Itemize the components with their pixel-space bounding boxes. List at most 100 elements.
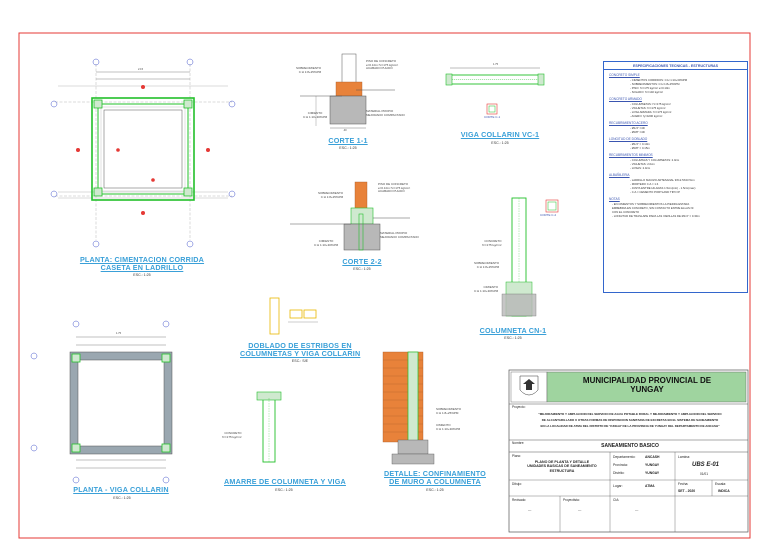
title-block-fecha-label: Fecha: [678,482,689,486]
specs-item: - SOLADO: f'c=140 kg/cm² [630,90,664,94]
beam-vc1-cut: CORTE C-1 [484,115,501,119]
specs-item: - ACERO: fy=4200 kg/cm² [630,114,663,118]
title-block-plano-text: PLANO DE PLANTA Y DETALLE UNIDADES BASIC… [527,460,597,473]
specs-note: CON EL CONCRETO [612,210,640,214]
technical-specs-panel: ESPECIFICACIONES TECNICAS - ESTRUCTURAS … [603,61,748,293]
confinement-sobrecimiento: SOBRECIMIENTO C:H 1:8+25%PM [436,407,462,415]
column-cn1 [501,197,559,317]
title-block-escala-label: Escala: [715,482,727,486]
specs-item: - JUNTA ENTRE HILADAS 1.5cm(min) - 1.5cm… [630,186,696,190]
specs-item: - LADRILLO MACIZO ARTESANAL 9X12.5X23.5c… [630,178,695,182]
title-block-proyectista: --- [578,508,582,512]
specs-item: - Ø3/8" = 0.15m [630,146,650,150]
specs-section-title: LONGITUD DE DOBLADO [609,137,648,141]
beam-vc1-dim: 1.75 [493,63,499,66]
beam-vc1-scale: ESC.: 1:25 [491,141,509,145]
title-block-revisado-label: Revisado: [512,498,527,502]
column-beam-tie [256,391,282,463]
section-1-1-cimiento: CIMIENTO C:H 1:10+30%PM [303,111,328,119]
stirrup-detail-scale: ESC.: S/E [291,359,309,363]
title-block-prov: YUNGAY [645,463,660,467]
column-cn1-title: COLUMNETA CN-1 [479,326,547,335]
section-2-2-cimiento: CIMIENTO C:H 1:10+30%PM [314,239,339,247]
section-2-2-piso: PISO DE CONCRETO e=0.10m f'c=175 kg/cm² … [378,182,411,194]
section-1-1-title: CORTE 1-1 [328,136,368,145]
title-block-fecha: SET - 2020 [678,489,696,493]
plan-foundation [50,58,236,248]
section-2-2 [290,181,410,251]
column-cn1-scale: ESC.: 1:25 [504,336,522,340]
title-block-dibujo-label: Dibujo: [512,482,522,486]
specs-item: - Ø1/4" = 0.10m [630,142,650,146]
confinement-cimiento: CIMIENTO C:H 1:10+30%PM [436,423,461,431]
title-block-lugar-label: Lugar: [613,484,623,488]
column-beam-tie-title: AMARRE DE COLUMNETA Y VIGA [224,477,346,486]
specs-item: - VIGUETAS: 2.0cm [630,162,655,166]
specs-heading: ESPECIFICACIONES TECNICAS - ESTRUCTURAS [604,62,747,70]
plan-foundation-scale: ESC.: 1:25 [133,273,151,277]
specs-item: - COLUMNAS Y COLUMNETAS: 2.0cm [630,158,680,162]
title-block-plano-label: Plano: [512,454,522,458]
title-block-cia-label: CIA: [613,498,620,502]
section-2-2-title: CORTE 2-2 [342,257,382,266]
specs-item: - MORTERO C:A = 1:4 [630,182,659,186]
plan-collar-scale: ESC.: 1:25 [113,496,131,500]
title-block-lamina-label: Lamina: [678,455,691,459]
specs-item: - SOBRECIMIENTOS: C:H 1:8+25%PM [630,82,680,86]
specs-notes: - EN CIMIENTOS Y SOBRECIMIENTOS LA PIEDR… [604,202,747,218]
confinement-detail-title: DETALLE: CONFINAMIENTO DE MURO A COLUMNE… [384,469,486,486]
beam-vc1-title: VIGA COLLARIN VC-1 [460,130,540,139]
title-block-dept-label: Departamento: [613,455,636,459]
section-1-1-sobrecimiento: SOBRECIMIENTO C:H 1:8+25%PM [296,66,322,74]
section-2-2-scale: ESC.: 1:25 [353,267,371,271]
title-block-project-text: "MEJORAMIENTO Y AMPLIACION DEL SERVICIO … [538,412,722,428]
specs-item: - Ø3/8" =4D [630,130,645,134]
specs-section-title: CONCRETO ARMADO [609,97,642,101]
plan-foundation-title: PLANTA: CIMENTACION CORRIDA CASETA EN LA… [79,255,205,272]
title-block-dist-label: Distrito: [613,471,625,475]
confinement-detail [382,351,435,465]
title-block-frame [508,369,749,533]
stirrup-detail [269,297,318,335]
specs-item: - CIMIENTOS CORRIDOS: C:H 1:10+30%PM [630,78,688,82]
title-block-lugar: ATMA [645,484,655,488]
section-2-2-sobrecimiento: SOBRECIMIENTO C:H 1:8+25%PM [318,191,344,199]
specs-section-title: RECUBRIMIENTOS MINIMOS [609,153,653,157]
specs-section-title: ALBAÑILERIA [609,173,630,177]
title-block-dept: ANCASH [645,455,660,459]
section-1-1-material: MATERIAL PROPIO MEJORADO COMPACTADO [366,109,405,117]
specs-sections: CONCRETO SIMPLE- CIMIENTOS CORRIDOS: C:H… [604,73,747,194]
specs-item: - PISO: f'c=175 kg/cm² e=0.10m [630,86,670,90]
section-2-2-material: MATERIAL PROPIO MEJORADO COMPACTADO [380,231,419,239]
plan-collar-dim: 1.75 [116,332,122,335]
column-beam-tie-concrete: CONCRETO f'c=175 kg/cm² [222,431,242,439]
title-block-prov-label: Provincia: [613,463,628,467]
stirrup-detail-title: DOBLADO DE ESTRIBOS EN COLUMNETAS Y VIGA… [240,341,361,358]
column-cn1-sobrecimiento: SOBRECIMIENTO C:H 1:8+25%PM [474,261,500,269]
title-block-escala: INDICA [718,489,730,493]
section-1-1-dim: .40 [343,129,347,132]
section-1-1-scale: ESC.: 1:25 [339,146,357,150]
title-block-cia: --- [635,508,639,512]
plan-dim-top: 2.15 [138,68,144,71]
beam-vc1 [445,67,545,115]
column-beam-tie-scale: ESC.: 1:25 [275,488,293,492]
specs-note: - EN CIMIENTOS Y SOBRECIMIENTOS LA PIEDR… [612,202,690,206]
title-block-project-label: Proyecto: [512,405,526,409]
sheet-frame [18,32,751,539]
specs-note: - LONGITUD DE TRASLAPE PARA LAS VARILLAS… [612,214,700,218]
title-block-proyectista-label: Proyectista: [563,498,580,502]
column-cn1-cut: CORTE C-2 [540,213,557,217]
title-block-lamina: UBS E-01 [692,462,720,468]
specs-item: - C:A = CEMENTO PORTLAND TIPO IP [630,190,680,194]
title-block-lamina-sub: 01/01 [700,472,708,476]
section-1-1 [300,53,395,129]
specs-notes-heading: NOTAS [609,197,620,201]
title-block-entity: MUNICIPALIDAD PROVINCIAL DE YUNGAY [582,376,712,394]
specs-section-title: RECUBRIMIENTO ACERO [609,121,648,125]
column-cn1-concrete: CONCRETO f'c=175 kg/cm² [482,239,502,247]
specs-item: - LOSAS: 2.0cm [630,166,651,170]
section-1-1-piso: PISO DE CONCRETO e=0.10m f'c=175 kg/cm² … [366,59,399,71]
confinement-detail-scale: ESC.: 1:25 [426,488,444,492]
